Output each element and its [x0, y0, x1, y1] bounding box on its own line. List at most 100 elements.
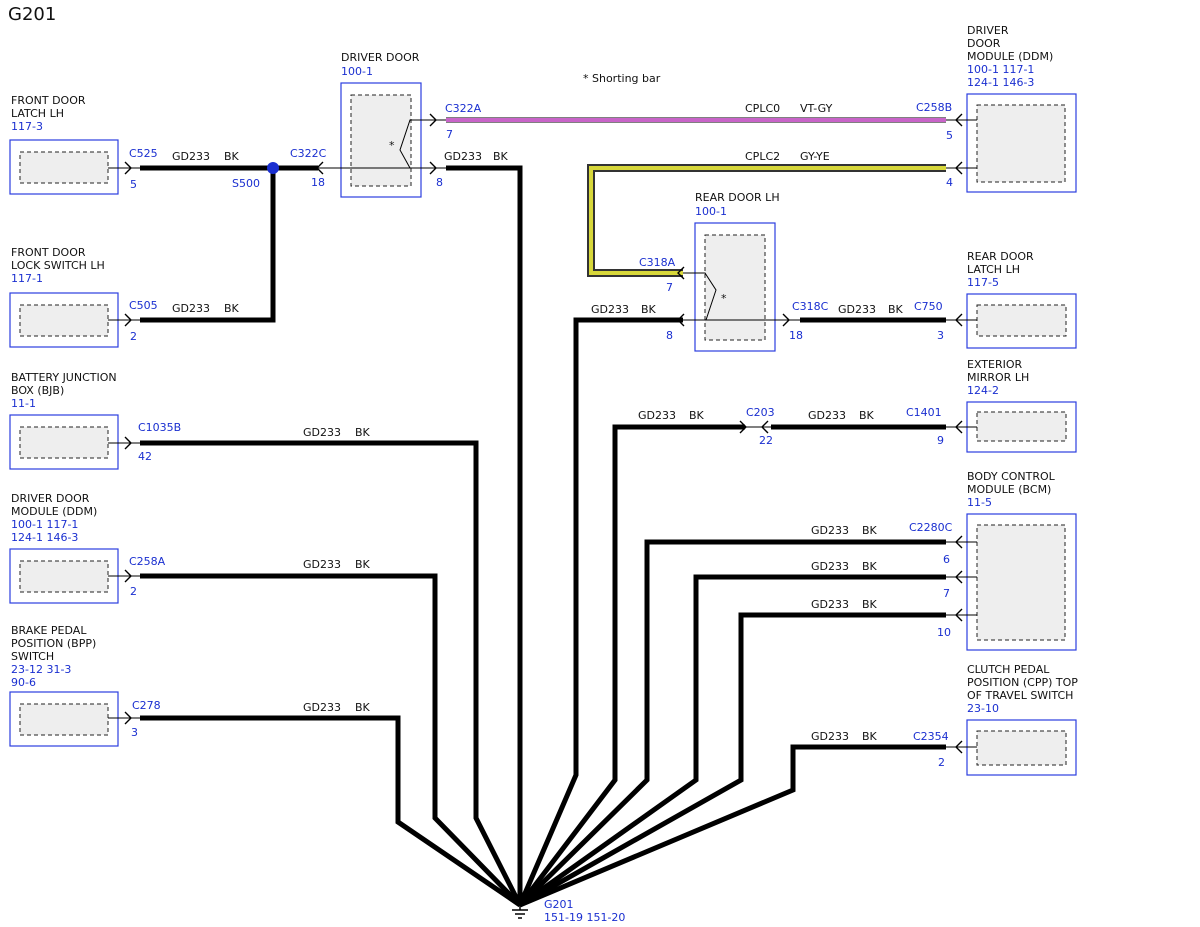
connector-c525: C525	[129, 147, 158, 160]
svg-text:LATCH LH: LATCH LH	[967, 263, 1020, 276]
svg-text:GD233: GD233	[811, 560, 849, 573]
svg-text:BK: BK	[355, 426, 371, 439]
pin-c2280c-10: 10	[937, 626, 951, 639]
wire-label-c750-color: BK	[888, 303, 904, 316]
driver-door-module-right: DRIVER DOOR MODULE (DDM) 100-1 117-1 124…	[946, 24, 1077, 193]
network-wires	[446, 117, 946, 277]
splice-label-s500: S500	[232, 177, 260, 190]
wire-label-cplc2: CPLC2	[745, 150, 780, 163]
wire-label-c2354-color: BK	[862, 730, 878, 743]
wire-color-gyye: GY-YE	[800, 150, 830, 163]
ground-ref: 151-19 151-20	[544, 911, 625, 924]
connector-c258b: C258B	[916, 101, 952, 114]
wire-label-c203-color: BK	[689, 409, 705, 422]
wire-label-c1401-circuit: GD233	[808, 409, 846, 422]
pin-c278: 3	[131, 726, 138, 739]
pin-c2280c-7: 7	[943, 587, 950, 600]
svg-text:BATTERY JUNCTION: BATTERY JUNCTION	[11, 371, 117, 384]
svg-text:MODULE (DDM): MODULE (DDM)	[11, 505, 97, 518]
wire-c1035b-ground	[140, 440, 523, 907]
svg-text:POSITION (CPP) TOP: POSITION (CPP) TOP	[967, 676, 1078, 689]
front-door-latch: FRONT DOOR LATCH LH 117-3	[9, 94, 119, 195]
svg-text:FRONT DOOR: FRONT DOOR	[11, 246, 86, 259]
wire-label-c2354-circuit: GD233	[811, 730, 849, 743]
wire-cplc2	[589, 166, 946, 275]
wire-driver-door-ground	[446, 165, 523, 905]
svg-text:BK: BK	[862, 560, 878, 573]
pin-c322c: 18	[311, 176, 325, 189]
svg-text:LOCK SWITCH LH: LOCK SWITCH LH	[11, 259, 105, 272]
svg-text:100-1 117-1: 100-1 117-1	[11, 518, 78, 531]
wire-label-c203-circuit: GD233	[638, 409, 676, 422]
wire-c2280c6-ground	[518, 539, 946, 907]
pin-c525: 5	[130, 178, 137, 191]
splice-s500	[267, 162, 279, 174]
wire-label-c750-circuit: GD233	[838, 303, 876, 316]
pin-c203: 22	[759, 434, 773, 447]
svg-text:GD233: GD233	[172, 150, 210, 163]
wire-c318a-ground	[517, 317, 683, 906]
svg-text:23-10: 23-10	[967, 702, 999, 715]
connector-c750: C750	[914, 300, 943, 313]
svg-text:DOOR: DOOR	[967, 37, 1001, 50]
svg-text:11-1: 11-1	[11, 397, 36, 410]
pin-c1401: 9	[937, 434, 944, 447]
wire-c2280c10-ground	[518, 612, 946, 908]
wire-c203-ground	[518, 424, 745, 907]
pin-c318c: 18	[789, 329, 803, 342]
svg-text:117-3: 117-3	[11, 120, 43, 133]
connector-c2354: C2354	[913, 730, 949, 743]
svg-text:DRIVER DOOR: DRIVER DOOR	[341, 51, 420, 64]
svg-text:DRIVER DOOR: DRIVER DOOR	[11, 492, 90, 505]
driver-door-inline: DRIVER DOOR 100-1 *	[310, 51, 446, 198]
pin-c258b-4: 4	[946, 176, 953, 189]
body-control-module: BODY CONTROL MODULE (BCM) 11-5	[946, 470, 1077, 651]
wire-c258a-ground	[140, 573, 522, 907]
wire-c505-s500	[140, 168, 276, 323]
battery-junction-box: BATTERY JUNCTION BOX (BJB) 11-1	[9, 371, 119, 470]
wire-c2280c7-ground	[518, 574, 946, 908]
svg-text:BODY CONTROL: BODY CONTROL	[967, 470, 1056, 483]
exterior-mirror: EXTERIOR MIRROR LH 124-2	[946, 358, 1077, 453]
ground-symbol	[512, 903, 528, 919]
svg-text:GD233: GD233	[811, 598, 849, 611]
svg-text:100-1: 100-1	[341, 65, 373, 78]
svg-text:EXTERIOR: EXTERIOR	[967, 358, 1023, 371]
connector-c1401: C1401	[906, 406, 942, 419]
svg-text:REAR DOOR LH: REAR DOOR LH	[695, 191, 780, 204]
svg-text:BK: BK	[355, 558, 371, 571]
svg-text:117-5: 117-5	[967, 276, 999, 289]
svg-text:MIRROR LH: MIRROR LH	[967, 371, 1029, 384]
connector-c278: C278	[132, 699, 161, 712]
driver-door-module-left: DRIVER DOOR MODULE (DDM) 100-1 117-1 124…	[9, 492, 119, 604]
pin-c318a-8: 8	[666, 329, 673, 342]
connector-c2280c: C2280C	[909, 521, 953, 534]
svg-text:POSITION (BPP): POSITION (BPP)	[11, 637, 96, 650]
inline-c203	[739, 420, 771, 434]
pin-c322a-7: 7	[446, 128, 453, 141]
brake-pedal-position-switch: BRAKE PEDAL POSITION (BPP) SWITCH 23-12 …	[9, 624, 119, 747]
connector-c318c: C318C	[792, 300, 829, 313]
ground-label: G201	[544, 898, 574, 911]
wire-label-bk: BK	[493, 150, 509, 163]
svg-text:GD233: GD233	[303, 701, 341, 714]
connector-c258a: C258A	[129, 555, 166, 568]
wire-label-c318a-circuit: GD233	[591, 303, 629, 316]
svg-text:BRAKE PEDAL: BRAKE PEDAL	[11, 624, 87, 637]
pin-c2280c-6: 6	[943, 553, 950, 566]
wire-label-cplc0: CPLC0	[745, 102, 780, 115]
svg-text:GD233: GD233	[303, 426, 341, 439]
svg-text:LATCH LH: LATCH LH	[11, 107, 64, 120]
pin-c258a: 2	[130, 585, 137, 598]
wire-color-vtgy: VT-GY	[800, 102, 833, 115]
svg-text:124-2: 124-2	[967, 384, 999, 397]
svg-text:BK: BK	[355, 701, 371, 714]
svg-text:90-6: 90-6	[11, 676, 36, 689]
connector-c322c: C322C	[290, 147, 327, 160]
ground-wires	[140, 165, 946, 908]
front-door-lock-switch: FRONT DOOR LOCK SWITCH LH 117-1	[9, 246, 119, 348]
page-title: G201	[8, 4, 56, 25]
